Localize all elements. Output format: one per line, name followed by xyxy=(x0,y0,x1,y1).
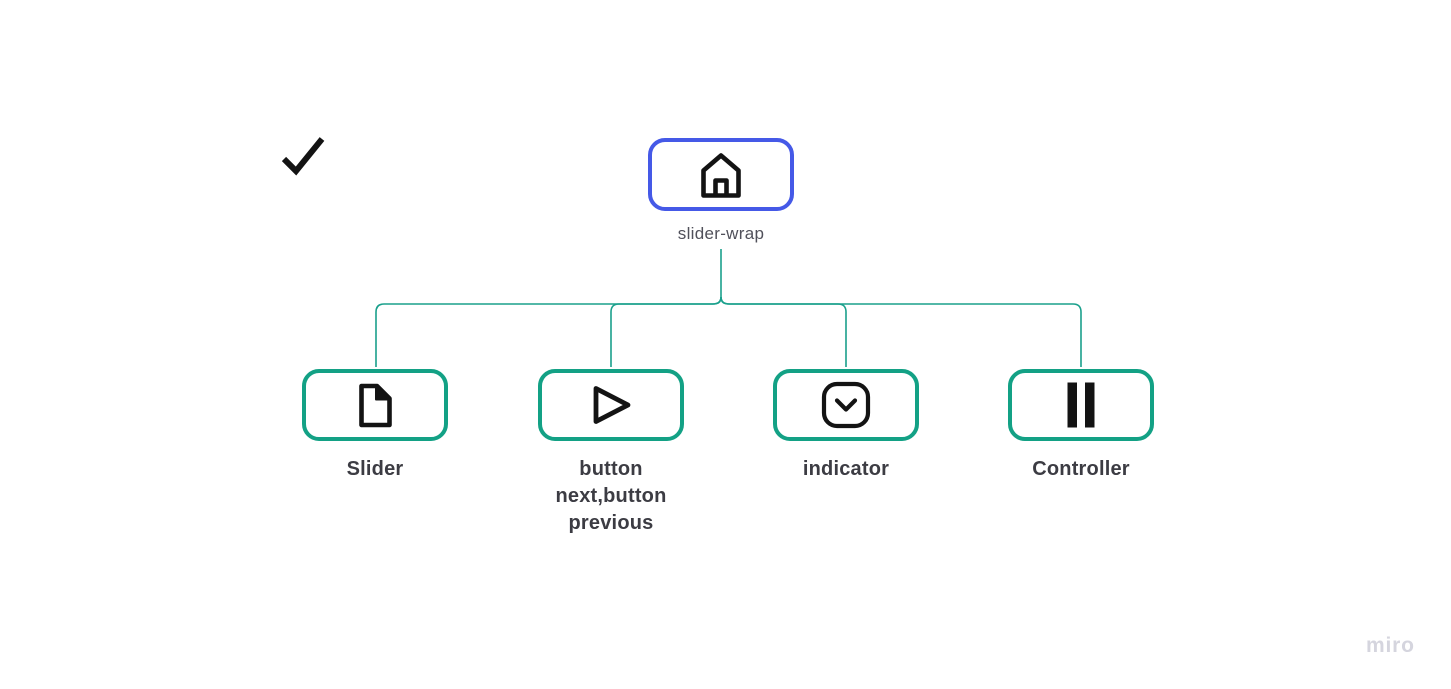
file-icon xyxy=(357,383,393,428)
node-label-button-next-previous[interactable]: button next,button previous xyxy=(555,458,667,534)
connector-to-indicator[interactable] xyxy=(720,296,847,367)
node-label-slider[interactable]: Slider xyxy=(346,458,404,480)
connector-to-buttons[interactable] xyxy=(610,296,722,367)
node-label-indicator[interactable]: indicator xyxy=(802,458,890,480)
node-label-controller[interactable]: Controller xyxy=(1032,458,1130,480)
node-indicator[interactable] xyxy=(773,369,919,441)
node-label-slider-wrap[interactable]: slider-wrap xyxy=(677,224,765,243)
connector-to-controller[interactable] xyxy=(720,296,1082,367)
node-slider-wrap[interactable] xyxy=(648,138,794,211)
node-slider[interactable] xyxy=(302,369,448,441)
node-button-next-previous[interactable] xyxy=(538,369,684,441)
pause-icon xyxy=(1067,382,1095,428)
home-icon xyxy=(697,152,745,198)
miro-watermark[interactable]: miro xyxy=(1366,634,1415,657)
chevron-down-square-icon xyxy=(821,381,871,429)
play-icon xyxy=(589,383,633,427)
check-icon[interactable] xyxy=(277,131,327,183)
connector-to-slider[interactable] xyxy=(375,296,722,367)
node-controller[interactable] xyxy=(1008,369,1154,441)
